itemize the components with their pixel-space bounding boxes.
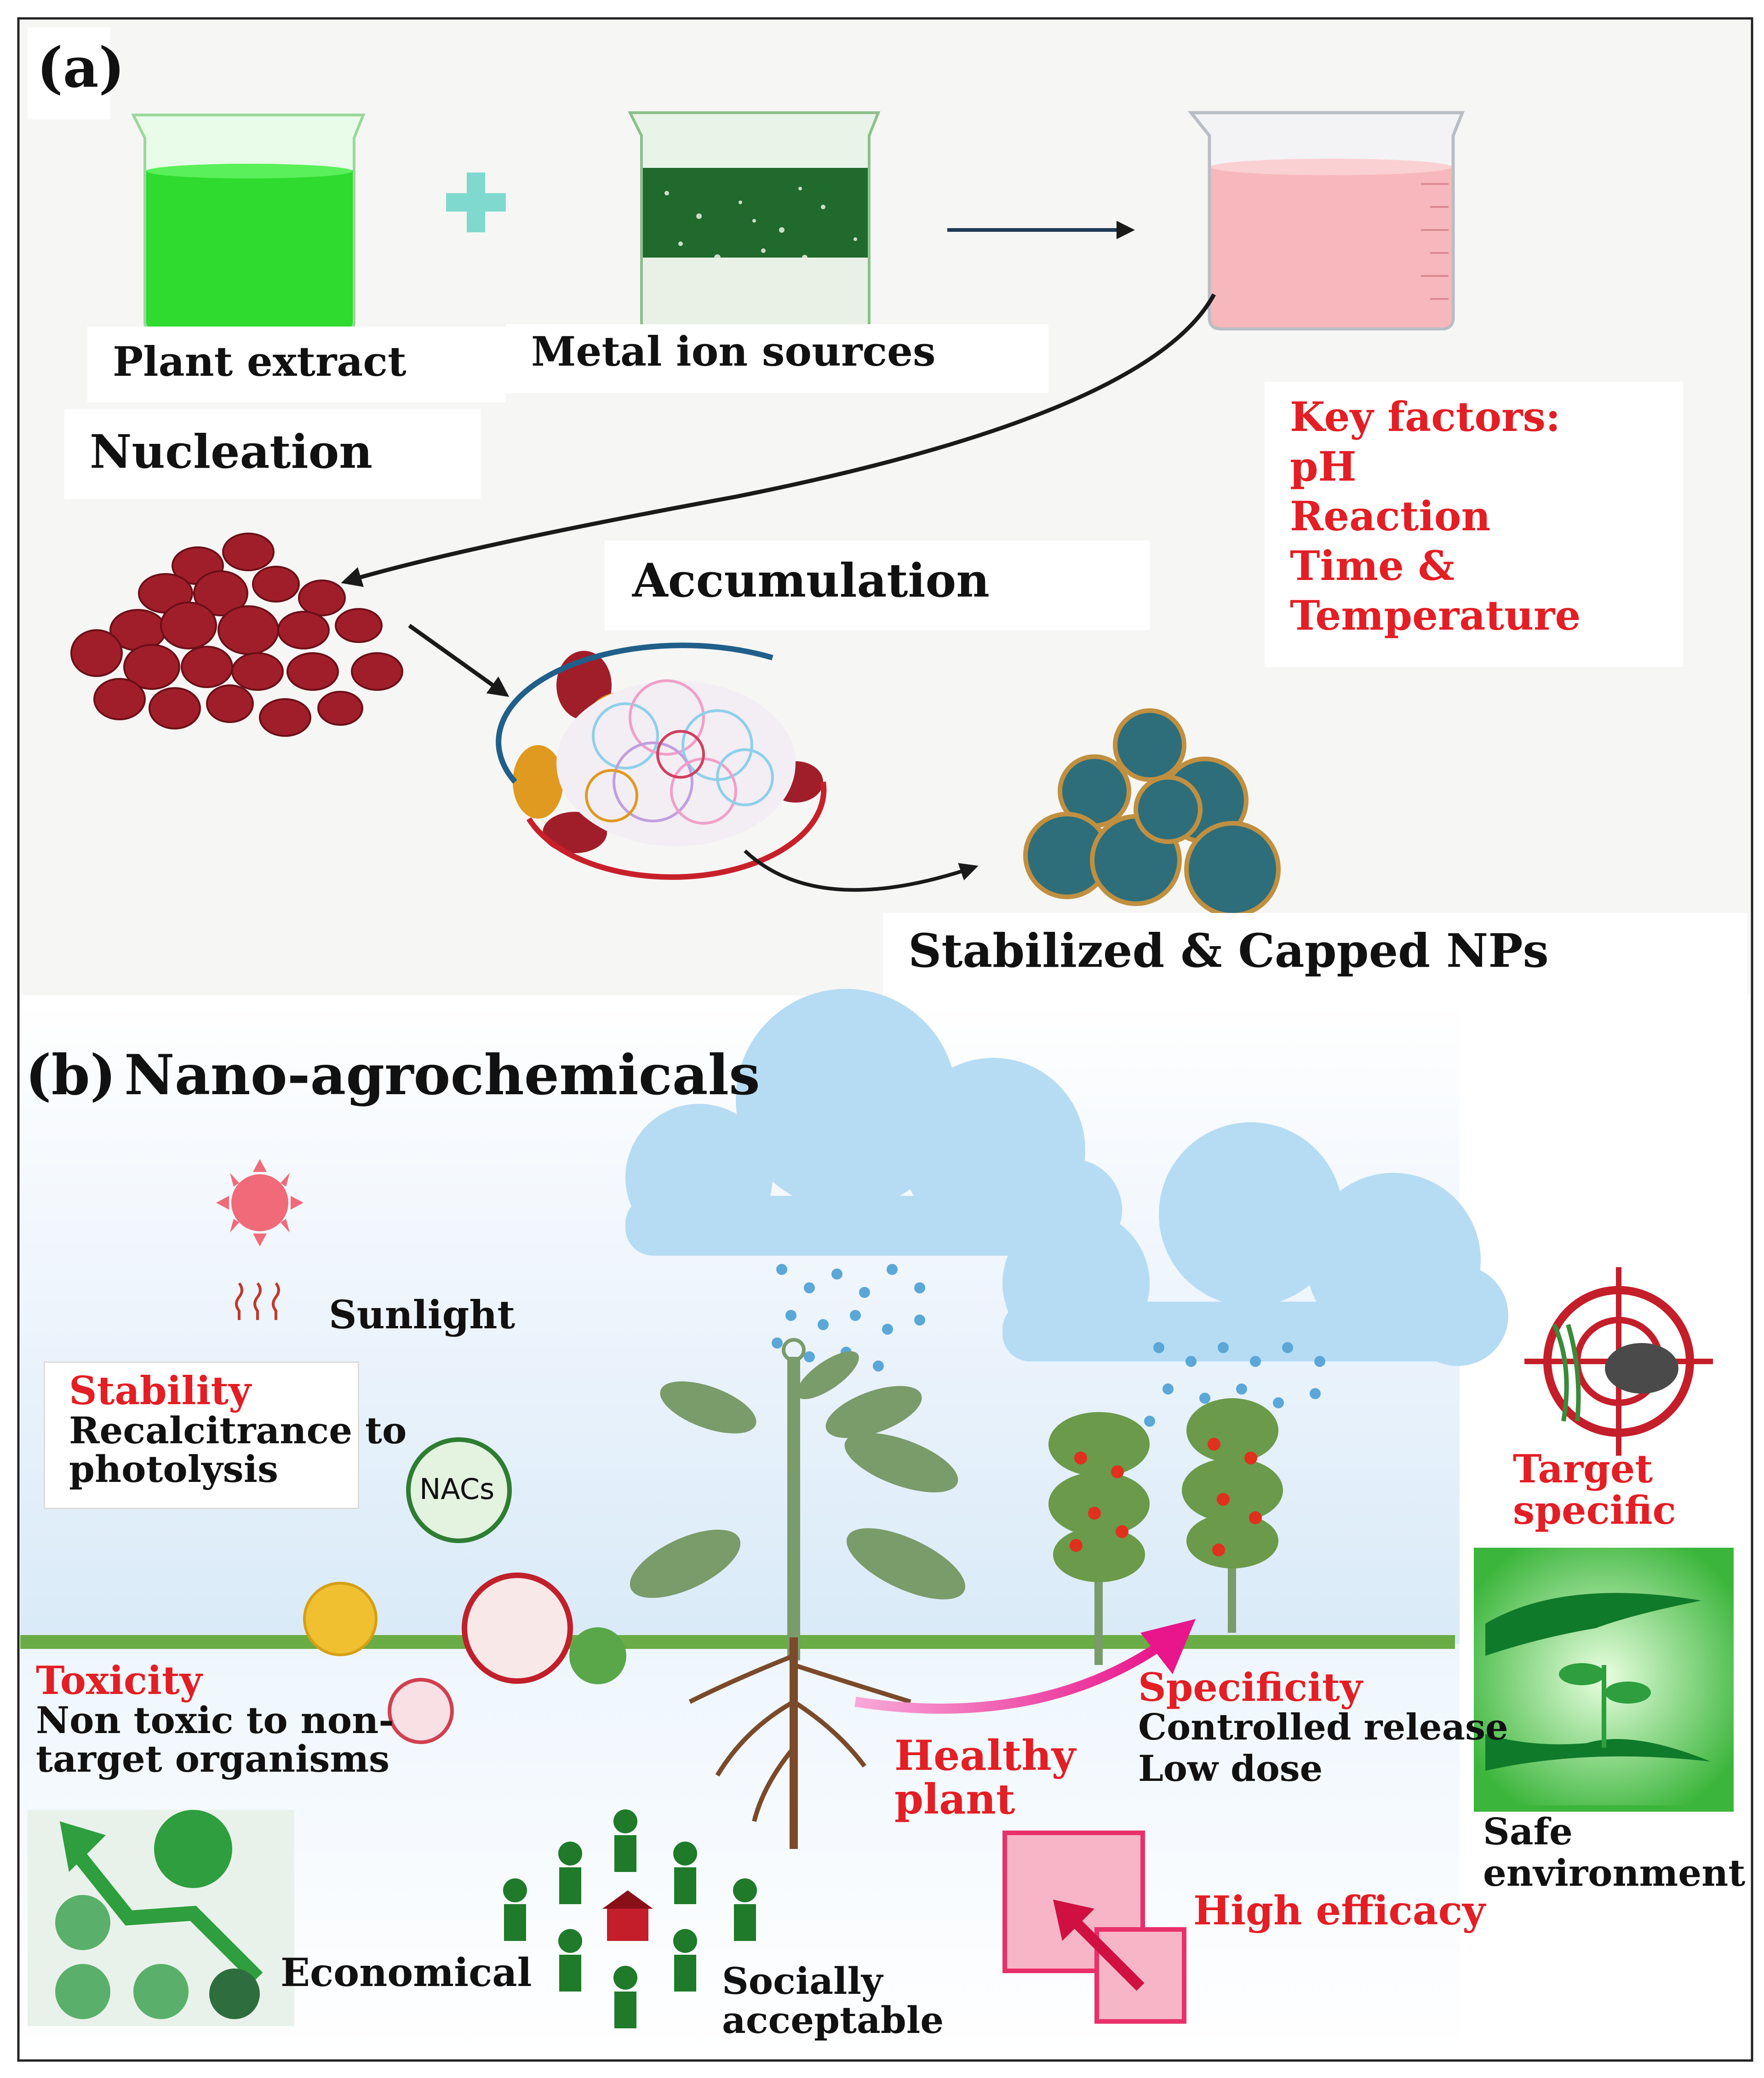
- socially-acceptable-icon: [503, 1809, 757, 2028]
- metal-ion-sources-label: Metal ion sources: [531, 327, 936, 375]
- key-factor-reaction: Reaction: [1290, 492, 1491, 540]
- socially-acceptable-label-1: Socially: [722, 1959, 883, 2003]
- stability-line-2: photolysis: [69, 1447, 279, 1491]
- curved-arrow-to-nucleation: [341, 293, 1216, 587]
- arrow-to-stabilized-nps: [744, 850, 979, 892]
- healthy-plant-label-1: Healthy: [894, 1731, 1076, 1780]
- target-crosshair-icon: [1524, 1267, 1713, 1456]
- sun-icon: [216, 1159, 304, 1246]
- specificity-line-2: Low dose: [1138, 1748, 1323, 1790]
- nacs-label: NACs: [419, 1472, 495, 1506]
- plant-extract-label: Plant extract: [113, 338, 407, 385]
- key-factor-time: Time &: [1290, 542, 1455, 590]
- plant-extract-beaker: [131, 114, 366, 333]
- target-specific-label-2: specific: [1513, 1487, 1676, 1533]
- high-efficacy-label: High efficacy: [1193, 1888, 1485, 1934]
- stability-heading: Stability: [69, 1368, 251, 1413]
- socially-acceptable-label-2: acceptable: [722, 1998, 944, 2042]
- specificity-arrow-head: [1140, 1619, 1196, 1674]
- reaction-beaker: [1187, 111, 1465, 331]
- nacs-badge: [406, 1437, 512, 1543]
- nucleation-label: Nucleation: [90, 425, 372, 479]
- high-efficacy-icon: [1002, 1831, 1186, 2024]
- key-factors-heading: Key factors:: [1290, 393, 1561, 441]
- specificity-line-1: Controlled release: [1138, 1706, 1508, 1748]
- specificity-arrow: [854, 1642, 1162, 1714]
- safe-environment-label-2: environment: [1483, 1851, 1746, 1894]
- stability-line-1: Recalcitrance to: [69, 1409, 407, 1452]
- stabilized-nanoparticles: [1023, 708, 1281, 918]
- plus-icon: [446, 172, 506, 232]
- healthy-plant-illustration: [630, 1338, 965, 1849]
- sun-rays-icon: [235, 1282, 280, 1320]
- economical-icon: [28, 1810, 294, 2026]
- tomato-plants: [1048, 1398, 1283, 1665]
- safe-environment-label-1: Safe: [1483, 1810, 1573, 1853]
- key-factor-temperature: Temperature: [1290, 591, 1581, 639]
- sunlight-label: Sunlight: [329, 1292, 515, 1337]
- ground-line: [20, 1635, 1455, 1649]
- stabilized-capped-nps-label: Stabilized & Capped NPs: [908, 924, 1549, 978]
- panel-b-tag: (b): [25, 1043, 116, 1108]
- rain-cloud-right: [1002, 1122, 1508, 1366]
- economical-label: Economical: [281, 1950, 532, 1995]
- arrow-to-accumulation: [408, 624, 510, 697]
- toxicity-line-2: target organisms: [36, 1737, 390, 1780]
- accumulation-cluster: [496, 643, 827, 880]
- accumulation-label: Accumulation: [632, 553, 990, 608]
- toxicity-line-1: Non toxic to non-: [36, 1699, 394, 1742]
- panel-b-title: Nano-agrochemicals: [124, 1043, 760, 1108]
- nucleation-particles: [70, 533, 403, 737]
- key-factor-ph: pH: [1290, 442, 1357, 490]
- metal-ion-beaker: [628, 111, 881, 333]
- safe-environment-icon: [1474, 1548, 1734, 1812]
- healthy-plant-label-2: plant: [894, 1775, 1015, 1824]
- panel-a-tag: (a): [37, 35, 125, 100]
- nanoparticle-spheres: [303, 1573, 626, 1744]
- toxicity-heading: Toxicity: [36, 1658, 202, 1703]
- target-specific-label-1: Target: [1513, 1446, 1653, 1492]
- specificity-heading: Specificity: [1138, 1665, 1363, 1710]
- outer-frame: [17, 17, 1753, 2062]
